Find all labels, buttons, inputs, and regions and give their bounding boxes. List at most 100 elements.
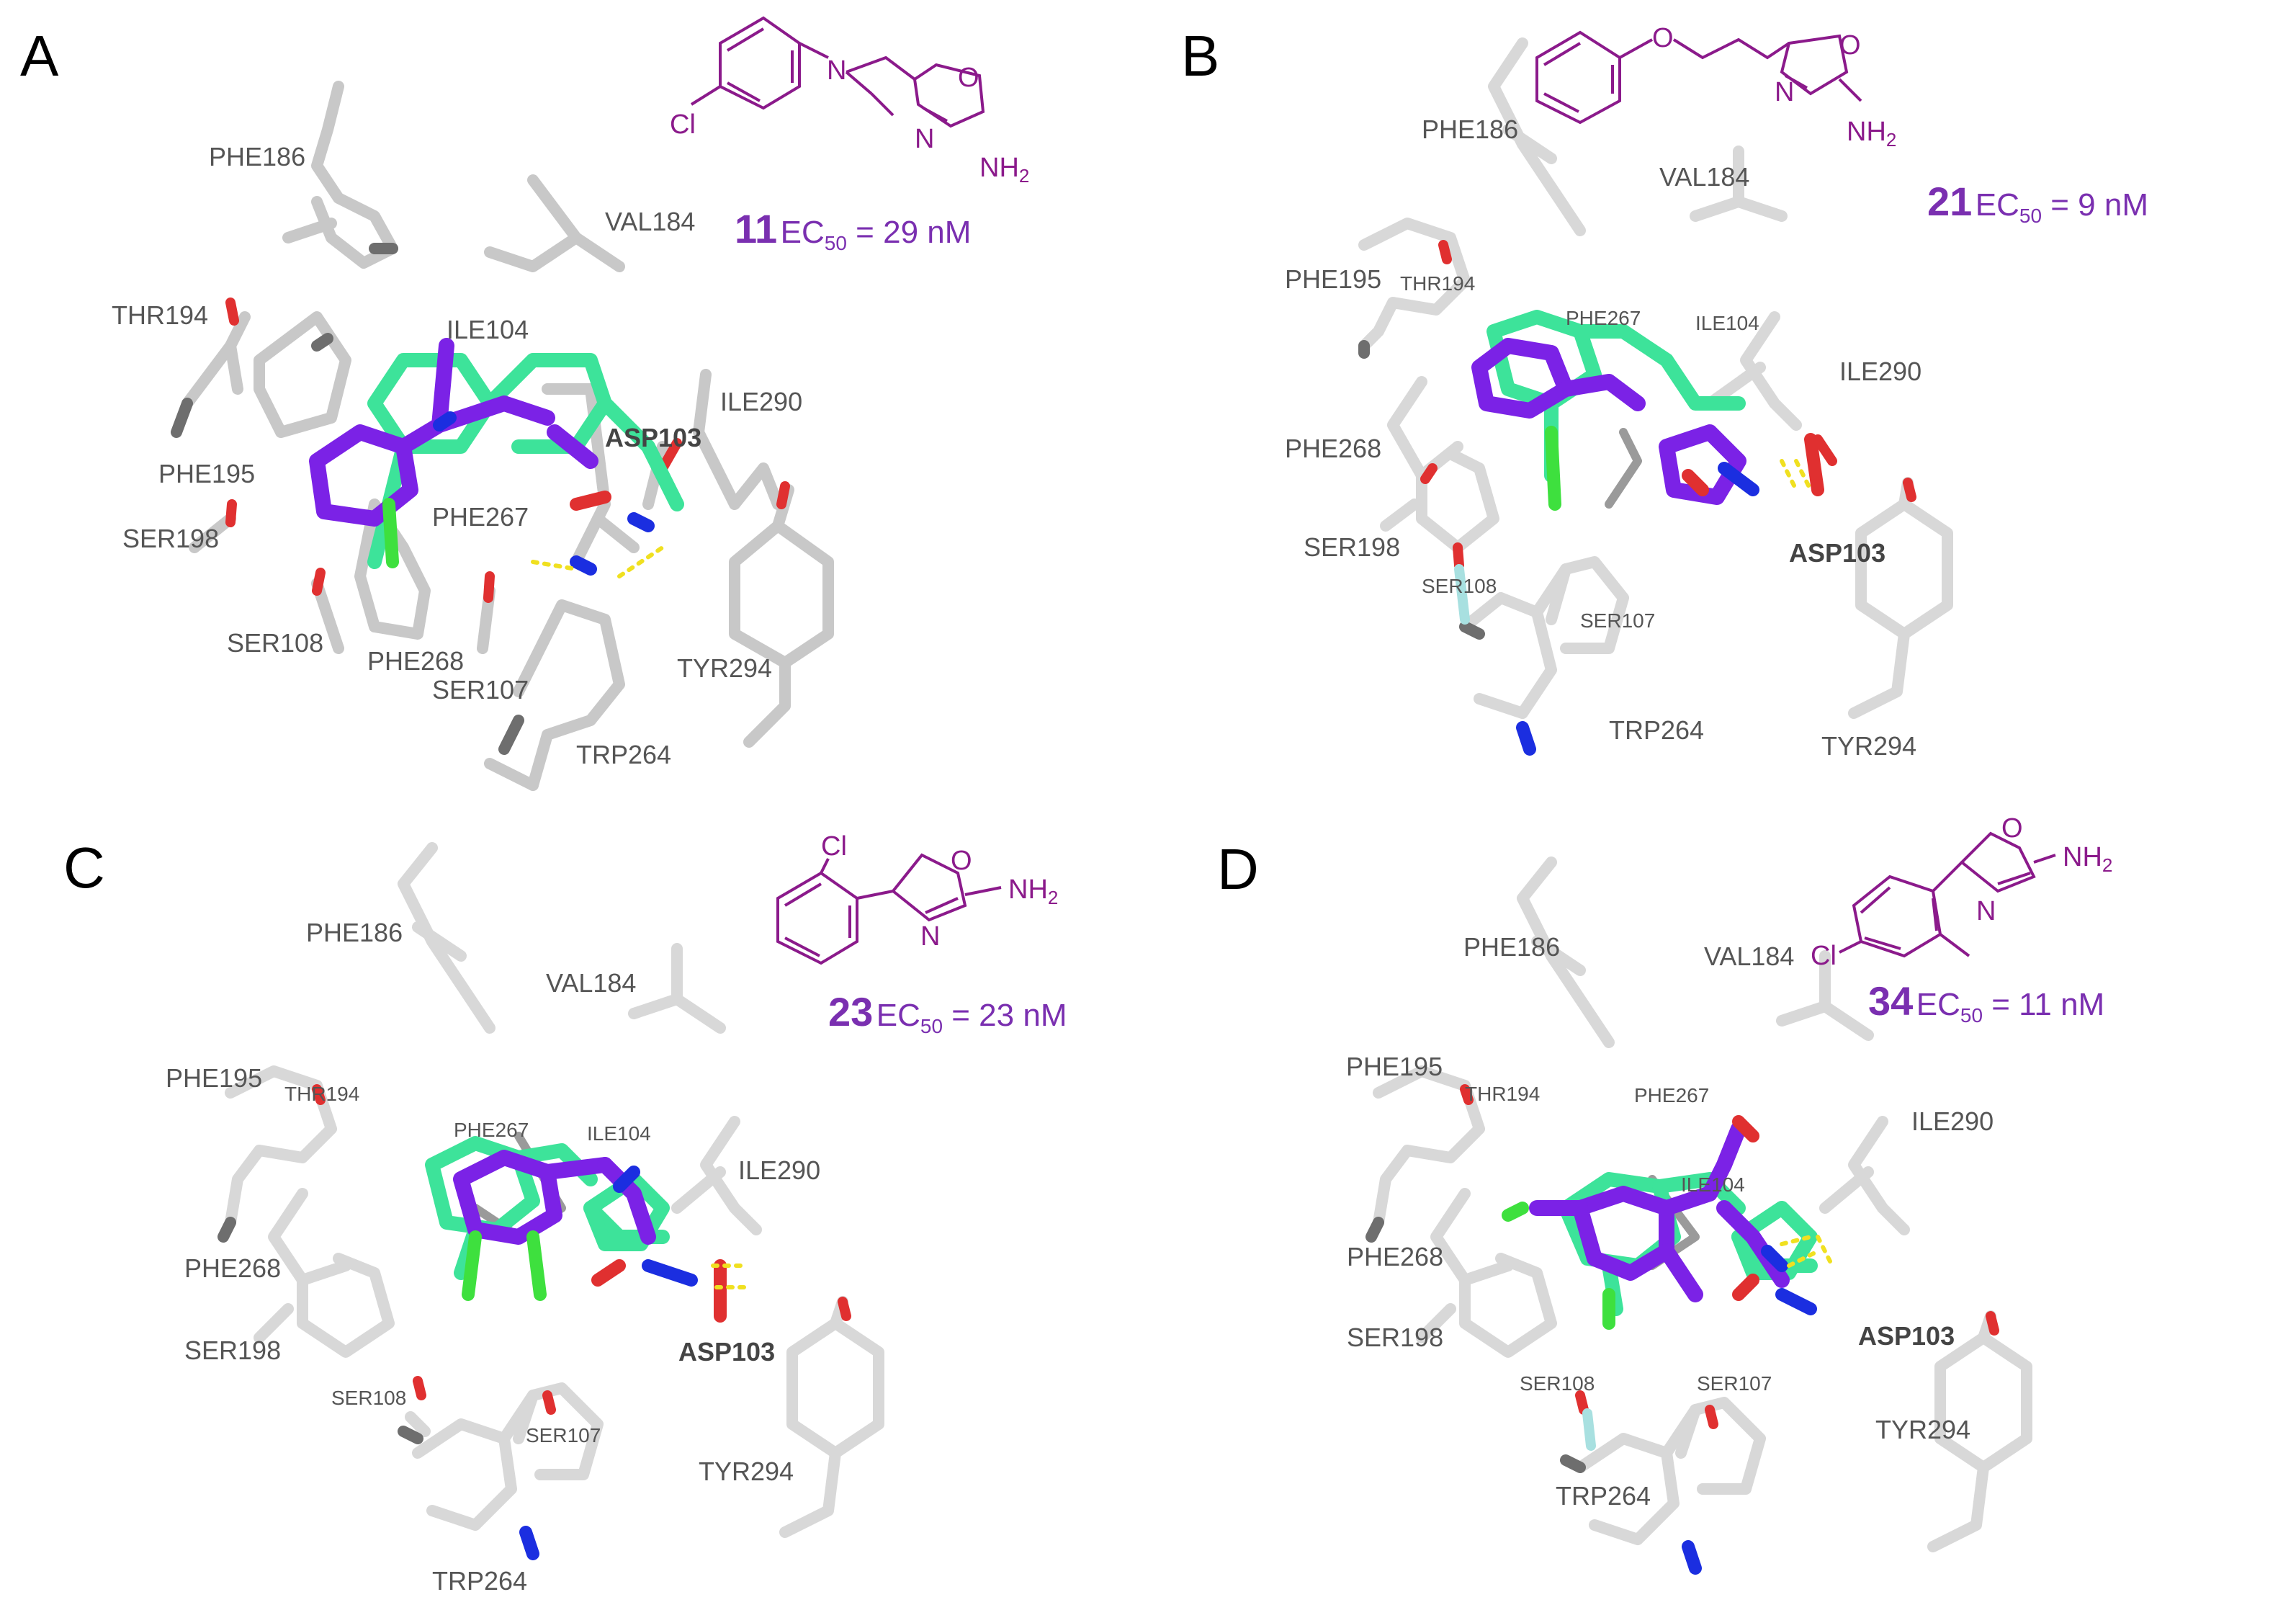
res-phe268: PHE268 — [1285, 434, 1382, 463]
res-ser107: SER107 — [1697, 1372, 1772, 1395]
res-val184: VAL184 — [1659, 162, 1750, 192]
hbond-dashes — [1780, 1235, 1834, 1268]
hbond-dashes — [531, 545, 665, 578]
res-thr194: THR194 — [112, 300, 209, 330]
atom-o-ring: O — [951, 846, 972, 876]
res-phe195: PHE195 — [158, 459, 256, 488]
res-ser198: SER198 — [1347, 1323, 1444, 1352]
atom-nh2: NH2 — [1847, 117, 1896, 151]
res-phe267: PHE267 — [432, 502, 529, 532]
atom-o: O — [958, 63, 979, 93]
res-asp103: ASP103 — [1789, 538, 1886, 568]
res-ser107: SER107 — [432, 675, 529, 705]
atom-cl: Cl — [821, 831, 847, 862]
res-tyr294: TYR294 — [699, 1457, 794, 1486]
panel-label: C — [63, 836, 105, 900]
compound-label: 21 EC50 = 9 nM — [1927, 179, 2149, 227]
res-trp264: TRP264 — [1556, 1481, 1651, 1511]
atom-n-ring: N — [920, 921, 940, 952]
res-thr194: THR194 — [1465, 1083, 1541, 1105]
res-phe186: PHE186 — [1463, 932, 1561, 962]
res-phe268: PHE268 — [367, 646, 465, 676]
atom-cl: Cl — [1811, 941, 1837, 971]
atom-n-ring: N — [915, 124, 934, 154]
res-ser198: SER198 — [1304, 532, 1401, 562]
atom-nh2: NH2 — [979, 153, 1029, 187]
res-ser198: SER198 — [122, 524, 220, 553]
atom-n: N — [827, 55, 846, 86]
res-phe195: PHE195 — [166, 1063, 263, 1093]
res-ser107: SER107 — [526, 1424, 601, 1446]
panel-b: O O N NH2 B 21 EC50 = 9 nM PHE186 VAL184… — [1148, 0, 2296, 805]
atom-o-ring: O — [2001, 813, 2023, 844]
res-ser198: SER198 — [184, 1336, 282, 1365]
structure-23 — [776, 853, 1002, 965]
res-phe195: PHE195 — [1346, 1052, 1443, 1081]
atom-cl: Cl — [670, 109, 696, 140]
res-phe268: PHE268 — [184, 1253, 282, 1283]
atom-o: O — [1652, 23, 1674, 53]
res-ser108: SER108 — [331, 1387, 407, 1409]
atom-o-ring: O — [1839, 30, 1861, 61]
res-trp264: TRP264 — [432, 1566, 528, 1596]
res-phe268: PHE268 — [1347, 1242, 1444, 1271]
res-ile104: ILE104 — [587, 1122, 651, 1145]
panel-label: B — [1181, 24, 1220, 88]
res-ser107: SER107 — [1580, 609, 1656, 632]
res-val184: VAL184 — [605, 207, 696, 236]
res-phe186: PHE186 — [306, 918, 403, 947]
res-val184: VAL184 — [546, 968, 637, 998]
res-phe267: PHE267 — [1634, 1084, 1710, 1106]
res-ile104: ILE104 — [1695, 312, 1759, 334]
protein-sticks — [225, 842, 884, 1538]
res-ile290: ILE290 — [738, 1155, 821, 1185]
res-tyr294: TYR294 — [1821, 731, 1917, 761]
res-asp103: ASP103 — [678, 1337, 776, 1367]
structure-11 — [690, 16, 985, 128]
compound-label: 23 EC50 = 23 nM — [828, 989, 1067, 1037]
res-phe267: PHE267 — [1566, 307, 1641, 329]
panel-a: Cl N O N NH2 A 11 EC50 = 29 nM PHE186 VA… — [0, 0, 1148, 805]
atom-n-ring: N — [1976, 896, 1996, 926]
res-asp103: ASP103 — [605, 423, 702, 452]
res-ile104: ILE104 — [1681, 1173, 1745, 1196]
res-phe267: PHE267 — [454, 1119, 529, 1141]
res-trp264: TRP264 — [1609, 715, 1705, 745]
protein-sticks — [1373, 857, 2032, 1552]
res-tyr294: TYR294 — [1875, 1415, 1971, 1444]
green-ligand — [367, 353, 684, 569]
atom-nh2: NH2 — [1008, 875, 1058, 908]
res-ile104: ILE104 — [447, 315, 529, 344]
compound-label: 11 EC50 = 29 nM — [735, 206, 972, 254]
panel-c-render: Cl O N NH2 — [218, 831, 1058, 1560]
purple-ligand — [453, 1150, 656, 1245]
structure-21 — [1535, 30, 1862, 125]
panel-a-render: Cl N O N NH2 — [171, 16, 1029, 791]
res-tyr294: TYR294 — [677, 653, 773, 683]
res-ile290: ILE290 — [1911, 1106, 1994, 1136]
panel-b-render: O O N NH2 — [1358, 23, 1953, 756]
panel-d: Cl O N NH2 D 34 EC50 = 11 nM PHE186 VAL1… — [1148, 805, 2296, 1609]
res-ile290: ILE290 — [1839, 357, 1922, 386]
res-phe195: PHE195 — [1285, 264, 1382, 294]
res-thr194: THR194 — [1400, 272, 1476, 295]
structure-34 — [1839, 831, 2056, 958]
atom-nh2: NH2 — [2063, 842, 2112, 876]
panel-label: A — [20, 24, 59, 88]
res-thr194: THR194 — [284, 1083, 360, 1105]
res-val184: VAL184 — [1704, 942, 1795, 971]
purple-ligand — [1529, 1121, 1790, 1302]
res-ile290: ILE290 — [720, 387, 803, 416]
res-phe186: PHE186 — [1422, 115, 1519, 144]
hbond-dashes — [1780, 459, 1813, 492]
res-ser108: SER108 — [1422, 575, 1497, 597]
atom-n-ring: N — [1775, 77, 1794, 107]
res-phe186: PHE186 — [209, 142, 306, 171]
res-ser108: SER108 — [1520, 1372, 1595, 1395]
res-asp103: ASP103 — [1858, 1321, 1955, 1351]
compound-label: 34 EC50 = 11 nM — [1868, 978, 2105, 1027]
purple-ligand — [309, 338, 598, 527]
res-ser108: SER108 — [227, 628, 324, 658]
panel-label: D — [1217, 837, 1259, 901]
hbond-dashes — [711, 1264, 748, 1289]
